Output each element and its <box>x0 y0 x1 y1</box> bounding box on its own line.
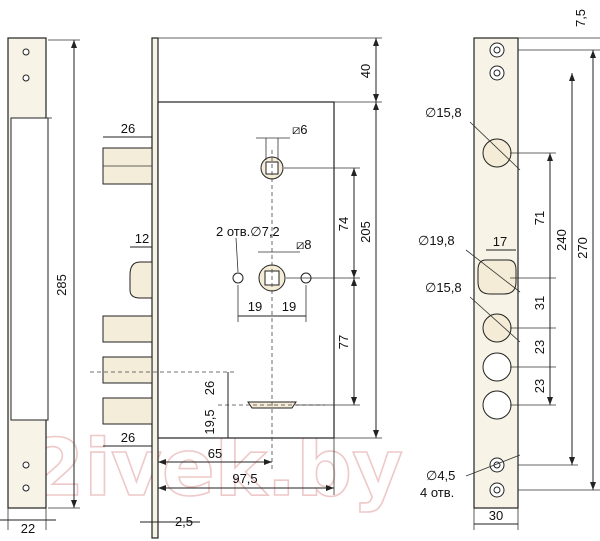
dim-71-label: 71 <box>532 211 547 225</box>
faceplate: ∅15,8 ∅19,8 ∅15,8 17 7,5 71 31 23 23 240… <box>418 9 600 530</box>
top-square-size-label: ⧄6 <box>292 122 308 137</box>
main-bolt-1 <box>102 315 153 343</box>
bolt-hole-3 <box>482 390 512 420</box>
faceplate-width-label: 30 <box>489 508 503 523</box>
left-plate-hole <box>22 461 30 469</box>
hole-spacing-right-label: 19 <box>282 299 296 314</box>
left-plate-hole <box>22 74 30 82</box>
left-strike-plate: 285 22 <box>0 37 80 536</box>
mount-hole-left <box>232 272 244 284</box>
hole-spacing-left-label: 19 <box>248 299 262 314</box>
dim-240-label: 240 <box>554 229 569 251</box>
left-plate-cutout <box>10 117 49 421</box>
screw-hole-diameter-label: ∅4,5 <box>426 468 455 483</box>
cylinder-offset-lower-label: 19,5 <box>202 409 217 434</box>
upper-bolt-hole <box>482 138 512 168</box>
backset-65-label: 65 <box>208 446 222 461</box>
upper-hole-diameter-label: ∅15,8 <box>425 105 462 120</box>
spindle-distance-77-label: 77 <box>336 335 351 349</box>
top-offset-label: 7,5 <box>573 9 588 27</box>
lower-hole-diameter-label: ∅15,8 <box>425 280 462 295</box>
left-plate-height-label: 285 <box>54 274 69 296</box>
lock-body: 26 12 ⧄6 2 отв.∅7,2 ⧄8 19 19 74 77 <box>90 37 382 539</box>
dim-23b-label: 23 <box>532 379 547 393</box>
mounting-holes-label: 2 отв.∅7,2 <box>216 224 280 239</box>
cylinder-offset-upper-label: 26 <box>202 381 217 395</box>
latch-width-label: 17 <box>493 234 507 249</box>
left-plate-hole <box>22 48 30 56</box>
dim-23a-label: 23 <box>532 340 547 354</box>
latch-projection-label: 12 <box>135 231 149 246</box>
top-offset-40-label: 40 <box>358 64 373 78</box>
body-height-205-label: 205 <box>358 221 373 243</box>
dim-31-label: 31 <box>532 296 547 310</box>
screw-hole-count-label: 4 отв. <box>420 485 454 500</box>
total-depth-label: 97,5 <box>232 471 257 486</box>
dim-270-label: 270 <box>575 237 590 259</box>
bolt-projection-label: 26 <box>121 121 135 136</box>
main-bolt-2 <box>102 356 153 384</box>
lock-front-plate <box>151 37 159 539</box>
latch-bolt <box>129 261 153 299</box>
main-bolt-3 <box>102 397 153 425</box>
spindle-distance-74-label: 74 <box>336 217 351 231</box>
left-plate-width-label: 22 <box>21 521 35 536</box>
bolt-hole-2 <box>482 352 512 382</box>
front-thickness-label: 2,5 <box>175 514 193 529</box>
bolt-hole-1 <box>482 313 512 343</box>
left-plate-hole <box>22 484 30 492</box>
main-square-size-label: ⧄8 <box>296 237 312 252</box>
latch-hole-diameter-label: ∅19,8 <box>418 233 455 248</box>
latch-opening <box>477 259 517 295</box>
deadbolt-projection-label: 26 <box>121 430 135 445</box>
lock-case <box>157 101 335 439</box>
